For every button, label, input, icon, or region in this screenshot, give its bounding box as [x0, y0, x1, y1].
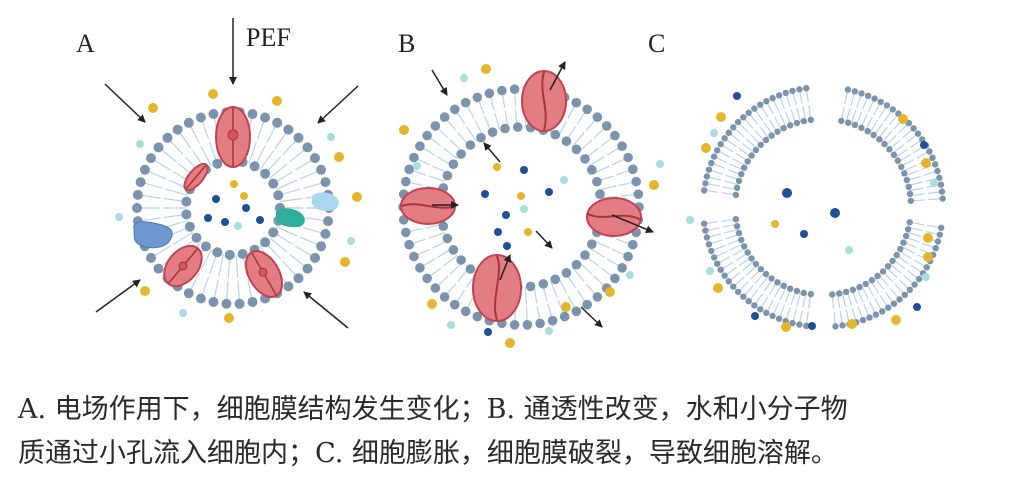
panel-c-label: C: [648, 29, 665, 58]
panel-c: C: [648, 29, 946, 332]
caption-line-2: 质通过小孔流入细胞内；C. 细胞膨胀，细胞膜破裂，导致细胞溶解。: [18, 438, 838, 469]
panel-b-pores: [400, 70, 642, 322]
panel-a-proteins: [133, 192, 339, 249]
panel-b-arrows: [431, 61, 654, 328]
caption-line-1: A. 电场作用下，细胞膜结构发生变化；B. 通透性改变，水和小分子物: [18, 394, 848, 425]
pore-top: [215, 106, 251, 168]
pore-b-bottom: [472, 254, 522, 322]
protein-light-blue: [312, 192, 339, 212]
panel-b: B: [398, 29, 664, 348]
electroporation-diagram: A: [76, 18, 946, 348]
panel-b-membrane: [398, 84, 644, 330]
figure-caption: A. 电场作用下，细胞膜结构发生变化；B. 通透性改变，水和小分子物 质通过小孔…: [18, 388, 1003, 476]
pore-b-left: [400, 187, 457, 225]
pef-label: PEF: [246, 23, 291, 52]
pore-small: [183, 162, 209, 192]
pore-b-right: [586, 197, 642, 237]
panel-b-label: B: [398, 29, 415, 58]
panel-a-arrows: [95, 18, 359, 329]
panel-a-molecules: [115, 89, 362, 323]
panel-a-pores: [163, 106, 284, 298]
panel-b-molecules: [399, 64, 664, 348]
panel-a: A: [76, 18, 362, 329]
panel-c-membrane-fragments: [701, 85, 946, 330]
panel-c-molecules: [686, 92, 938, 332]
pore-b-top: [521, 70, 567, 132]
panel-a-label: A: [76, 29, 95, 58]
pore-bottom-right: [244, 250, 284, 298]
pore-bottom-left: [163, 244, 203, 288]
protein-teal: [276, 208, 305, 228]
protein-blue: [133, 221, 173, 249]
